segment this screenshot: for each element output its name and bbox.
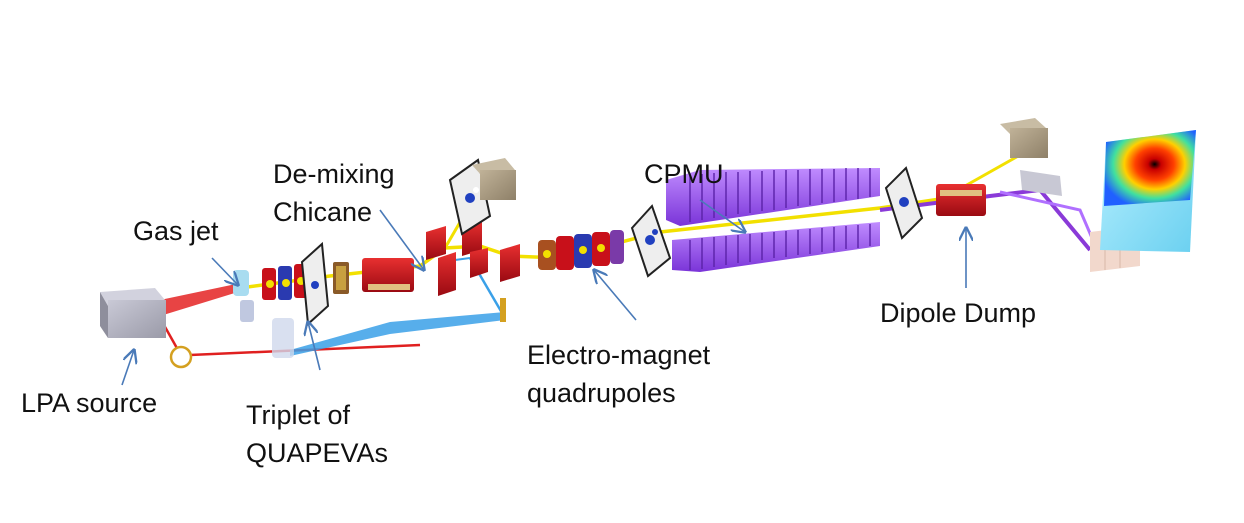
turning-mirror [169,345,193,369]
camera-box-1 [472,158,516,200]
gas-jet [233,270,294,358]
screen-frame-3 [630,204,672,278]
electro-magnet-quadrupoles [538,230,624,270]
label-demixing-line2: Chicane [273,197,373,227]
spectrum-screen [1100,130,1196,252]
arrow-gas-jet [211,257,238,285]
screen-frame-4 [884,166,924,240]
small-magnet-1 [333,262,349,294]
label-lpa-source: LPA source [21,388,158,418]
label-triplet-line2: QUAPEVAs [246,438,389,468]
dipole-dump-magnet [936,184,986,216]
label-triplet-line1: Triplet of [246,400,351,430]
label-gas-jet: Gas jet [133,216,219,246]
arrow-triplet [308,322,321,371]
label-cpmu: CPMU [644,159,724,189]
arrow-cpmu [699,199,745,232]
camera-box-2 [1000,118,1048,158]
label-electro-line2: quadrupoles [527,378,676,408]
label-dipole-dump: Dipole Dump [880,298,1037,328]
lpa-source-box [100,288,166,338]
arrow-lpa-source [121,350,134,386]
demixing-chicane [426,220,520,322]
arrow-demixing-chicane [379,209,424,270]
label-arrows [121,199,966,386]
cpmu-undulator-lower [672,222,880,272]
cpmu-periods [689,168,871,270]
label-electro-line1: Electro-magnet [527,340,711,370]
arrow-electro-magnet [594,270,637,321]
screen-frame-1 [300,241,330,327]
quapeva-triplet [262,264,308,300]
dipole-magnet-1 [362,258,414,292]
cpmu-undulator-upper [666,168,880,226]
label-demixing-line1: De-mixing [273,159,395,189]
